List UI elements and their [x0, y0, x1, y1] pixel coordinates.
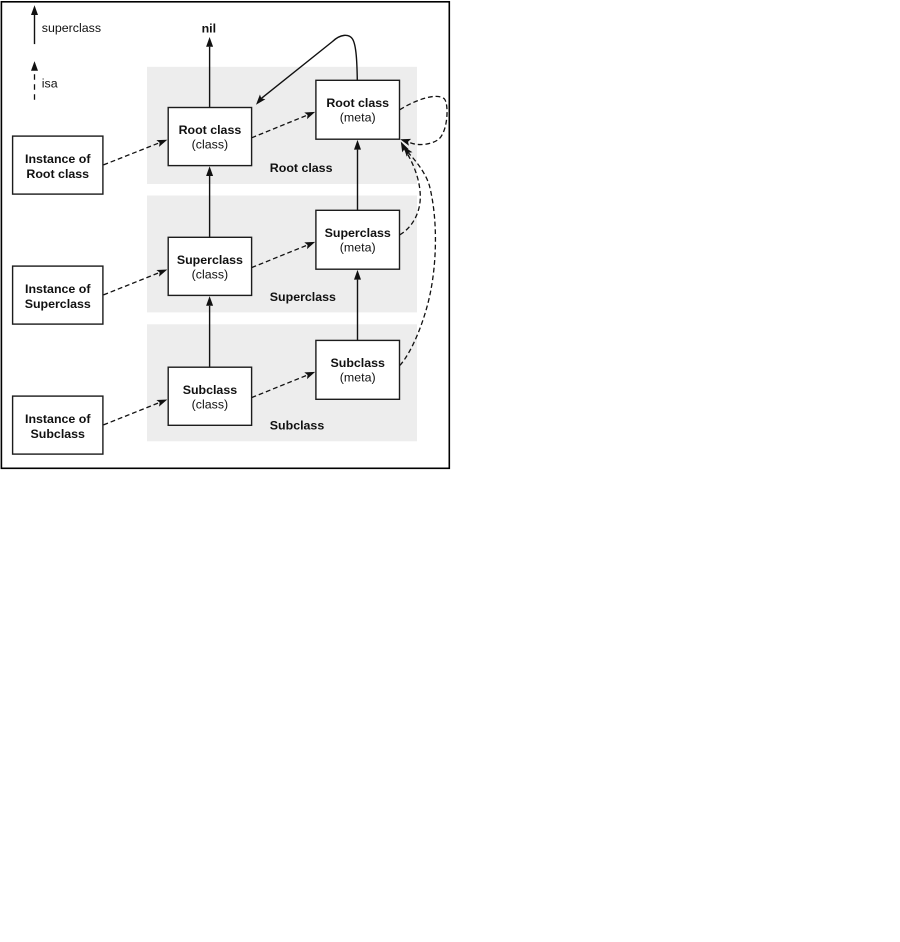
svg-text:Instance of: Instance of — [25, 152, 91, 166]
svg-text:Root class: Root class — [179, 123, 242, 137]
svg-text:(class): (class) — [192, 268, 228, 282]
svg-text:Superclass: Superclass — [270, 290, 336, 304]
svg-text:Subclass: Subclass — [270, 419, 325, 433]
svg-text:Root class: Root class — [26, 167, 89, 181]
svg-text:Superclass: Superclass — [177, 253, 243, 267]
svg-text:superclass: superclass — [42, 21, 101, 35]
svg-text:Instance of: Instance of — [25, 282, 91, 296]
svg-text:Superclass: Superclass — [325, 226, 391, 240]
svg-text:(class): (class) — [192, 138, 228, 152]
svg-text:Root class: Root class — [270, 161, 333, 175]
svg-text:Superclass: Superclass — [25, 297, 91, 311]
svg-text:(class): (class) — [192, 397, 228, 411]
svg-text:(meta): (meta) — [340, 241, 376, 255]
svg-text:Subclass: Subclass — [183, 383, 238, 397]
svg-text:Instance of: Instance of — [25, 412, 91, 426]
svg-text:(meta): (meta) — [340, 371, 376, 385]
svg-text:nil: nil — [202, 22, 216, 36]
svg-text:(meta): (meta) — [340, 111, 376, 125]
svg-text:Root class: Root class — [326, 96, 389, 110]
svg-text:Subclass: Subclass — [330, 356, 385, 370]
svg-text:Subclass: Subclass — [31, 427, 86, 441]
svg-text:isa: isa — [42, 77, 58, 91]
